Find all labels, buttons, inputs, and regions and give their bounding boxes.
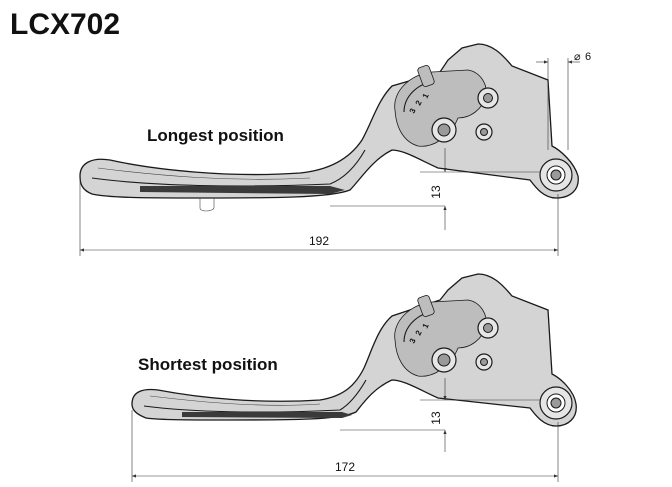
notch-2: 2 [414,99,424,107]
small-pivot-bolt [480,128,488,136]
mount-bushing-hole [550,169,562,181]
blade-edge-line [143,379,367,413]
blade-slot [182,412,352,418]
length-dimension: 192 [309,234,329,248]
shortest-position-label: Shortest position [138,355,278,374]
main-pivot-bolt [437,123,451,137]
notch-3: 3 [408,337,418,345]
notch-1: 1 [421,92,431,100]
blade-crease [97,167,311,180]
adjuster-knob [417,294,435,318]
offset-dimension: 13 [429,185,443,199]
notch-2: 2 [414,329,424,337]
diameter-symbol: ⌀ [574,51,581,63]
blade-crease [149,395,321,406]
mount-bushing-hole [550,397,562,409]
lever-blade [131,273,577,427]
main-pivot-bolt [437,353,451,367]
offset-dimension: 13 [429,411,443,425]
model-title: LCX702 [10,8,120,41]
blade-tab [199,198,215,212]
blade-edge-line [91,149,366,187]
lever-blade [79,43,579,199]
longest-position-label: Longest position [147,126,284,145]
length-dimension: 172 [335,460,355,474]
small-pivot-bolt [480,358,488,366]
upper-pivot-bolt [483,323,493,333]
diameter-dimension: 6 [585,51,591,63]
notch-3: 3 [408,107,418,115]
blade-slot [140,186,345,194]
adjuster-knob [417,64,435,88]
notch-1: 1 [421,322,431,330]
upper-pivot-bolt [483,93,493,103]
lever-shortest-view: Shortest position 3 2 1 13 172 [131,273,577,482]
lever-longest-view: Longest position 3 2 1 ⌀ 6 [79,43,591,256]
